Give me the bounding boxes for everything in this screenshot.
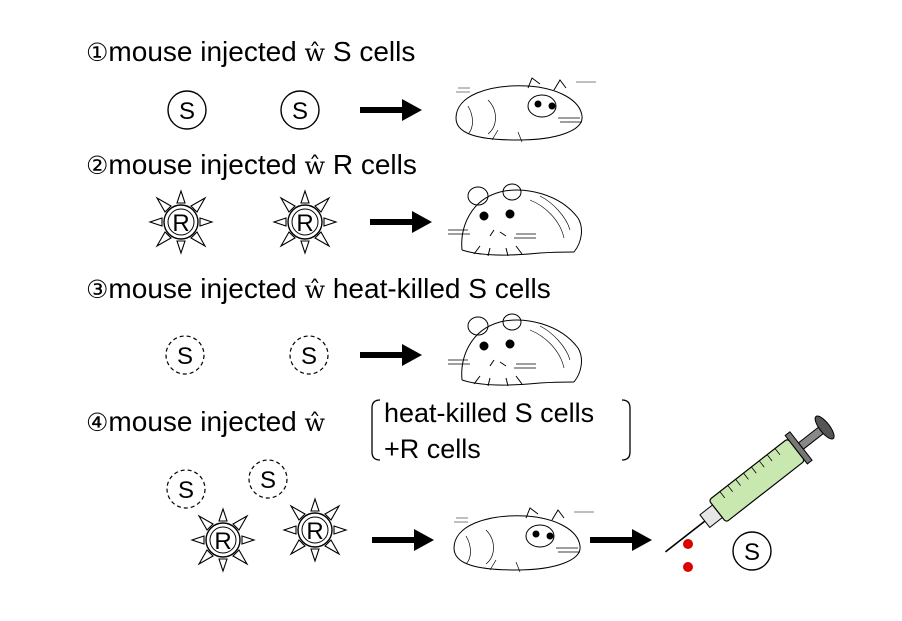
- row-number: ③: [86, 275, 109, 304]
- heading-row-4: ④mouse injected ŵ: [86, 406, 325, 439]
- arrow-icon: [372, 529, 434, 551]
- row-1-cells: S S: [167, 90, 320, 130]
- arrow-icon: [590, 529, 652, 551]
- blood-drop: [683, 539, 693, 549]
- row-3-cells: S S: [165, 335, 329, 375]
- arrow-icon: [370, 211, 432, 233]
- row-number: ①: [86, 38, 109, 67]
- heading-text: mouse injected: [108, 273, 305, 304]
- s-cell-label: S: [177, 343, 193, 370]
- blood-drop: [683, 562, 693, 572]
- s-cell-label: S: [744, 539, 760, 566]
- row-number: ④: [86, 408, 109, 437]
- heading-text: mouse injected: [108, 149, 305, 180]
- bracket-line-1: heat-killed S cells: [384, 398, 595, 428]
- dead-mouse-icon: [453, 507, 595, 573]
- heading-row-1: ①mouse injected ŵ S cells: [86, 36, 415, 69]
- r-cell-label: R: [306, 518, 323, 545]
- row-4-cells: S S R R: [166, 459, 347, 572]
- arrow-icon: [360, 344, 422, 366]
- right-bracket: [621, 399, 631, 461]
- with-symbol: ŵ: [304, 276, 326, 304]
- s-cell-label: S: [301, 343, 317, 370]
- heading-text: mouse injected: [108, 406, 305, 437]
- heading-rest: S cells: [325, 36, 416, 67]
- bracket-line-2: +R cells: [384, 434, 481, 464]
- live-mouse-icon: [447, 313, 582, 387]
- with-symbol: ŵ: [304, 409, 326, 437]
- row-number: ②: [86, 151, 109, 180]
- left-bracket: [371, 399, 381, 461]
- live-mouse-icon: [447, 183, 582, 257]
- r-cell-label: R: [296, 210, 313, 237]
- heading-text: mouse injected: [108, 36, 305, 67]
- r-cell-label: R: [214, 528, 231, 555]
- arrow-icon: [360, 99, 422, 121]
- with-symbol: ŵ: [304, 39, 326, 67]
- s-cell-label: S: [292, 98, 308, 125]
- s-cell-label: S: [179, 98, 195, 125]
- heading-rest: heat-killed S cells: [325, 273, 551, 304]
- syringe-icon: [664, 415, 835, 553]
- s-cell-label: S: [178, 477, 194, 504]
- heading-rest: R cells: [325, 149, 417, 180]
- with-symbol: ŵ: [304, 152, 326, 180]
- r-cell-label: R: [172, 210, 189, 237]
- s-cell-label: S: [260, 467, 276, 494]
- heading-row-2: ②mouse injected ŵ R cells: [86, 149, 417, 182]
- row-2-cells: R R: [149, 190, 337, 254]
- heading-row-3: ③mouse injected ŵ heat-killed S cells: [86, 273, 551, 306]
- dead-mouse-icon: [455, 77, 597, 143]
